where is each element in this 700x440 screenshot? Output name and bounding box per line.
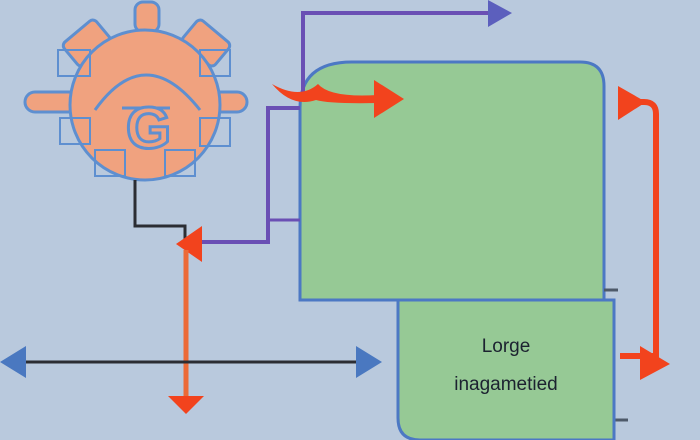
left-blue-arrowhead bbox=[0, 346, 26, 378]
orange-down-arrowhead bbox=[168, 396, 204, 414]
purple-top-connector bbox=[301, 11, 498, 100]
swoosh-arrow-body bbox=[272, 84, 378, 104]
bottom-box-label-line2: inagametied bbox=[454, 374, 558, 395]
right-loop-down-arrowhead bbox=[640, 346, 670, 380]
junction-left-arrowhead bbox=[176, 226, 202, 262]
bottom-box-label-line1: Lorge bbox=[482, 336, 531, 357]
right-loop-top-arrowhead bbox=[618, 86, 646, 120]
swoosh-arrowhead bbox=[374, 80, 404, 118]
right-blue-arrowhead bbox=[356, 346, 382, 378]
bottom-label-box bbox=[396, 298, 616, 440]
gear-to-junction-line bbox=[133, 180, 187, 240]
top-right-arrowhead bbox=[488, 0, 512, 27]
main-process-box bbox=[298, 60, 606, 302]
gear-icon: G bbox=[23, 0, 249, 182]
right-loop-line bbox=[620, 99, 659, 359]
purple-left-connector bbox=[200, 106, 300, 244]
